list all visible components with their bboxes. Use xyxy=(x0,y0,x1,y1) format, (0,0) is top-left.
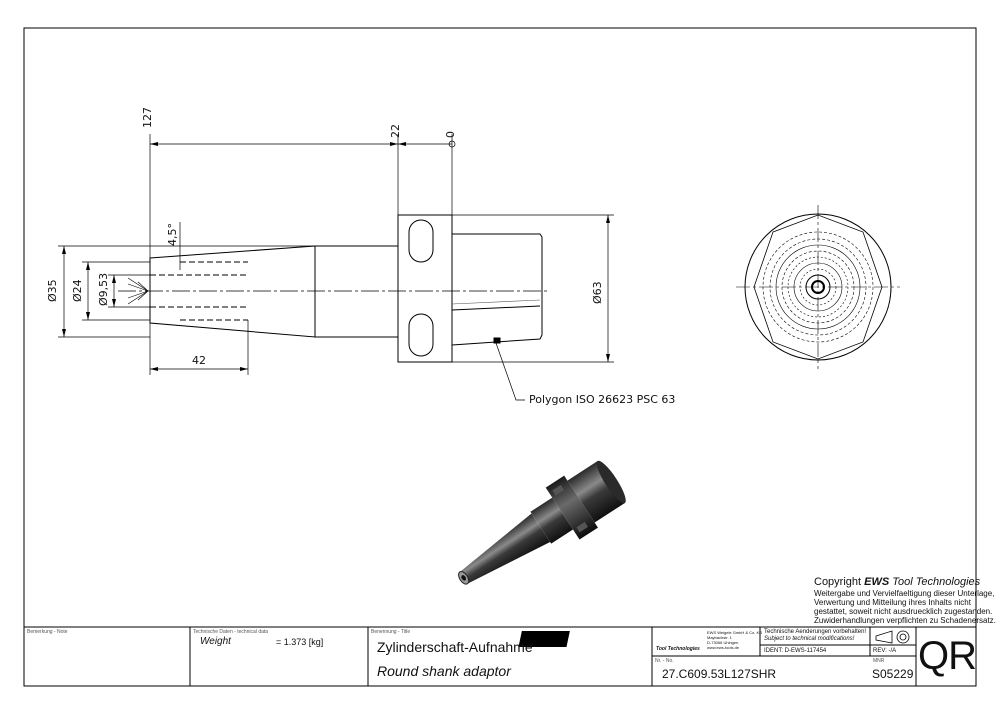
dim-dia63: Ø63 xyxy=(591,281,604,304)
note-label: Bemerkung - Note xyxy=(27,629,68,635)
company-address: EWS Weigele GmbH & Co. KG Maybachstr. 1 … xyxy=(707,630,762,650)
projection-symbol xyxy=(875,630,910,644)
weight-label: Weight xyxy=(200,636,231,647)
dim-dia953: Ø9,53 xyxy=(97,272,110,306)
change-notice-en: Subject to technical modifications! xyxy=(764,636,855,642)
dim-127: 127 xyxy=(141,107,154,128)
isometric-render xyxy=(458,460,626,585)
number-label: Nr. - No. xyxy=(655,658,674,664)
part-number: 27.C609.53L127SHR xyxy=(662,667,777,681)
title-label: Benennung - Title xyxy=(371,629,411,635)
copyright-line: Zuwiderhandlungen verpflichten zu Schade… xyxy=(814,616,996,625)
company-line: www.ews-tools.de xyxy=(707,645,740,650)
title-english: Round shank adaptor xyxy=(377,663,511,679)
copyright-line: gestattet, soweit nicht ausdruecklich zu… xyxy=(814,607,993,616)
dim-angle: 4,5° xyxy=(166,223,179,246)
change-notice-de: Technische Aenderungen vorbehalten! xyxy=(764,629,867,635)
company-line: EWS Weigele GmbH & Co. KG xyxy=(707,630,763,635)
shank-cylinder xyxy=(314,245,399,338)
copyright-line: Verwertung und Mitteilung ihres Inhalts … xyxy=(814,598,971,607)
tech-data-label: Technische Daten - technical data xyxy=(193,629,269,635)
copyright-notice: Weitergabe und Vervielfaeltigung dieser … xyxy=(814,589,996,625)
flange-slot-lower xyxy=(408,313,434,357)
dim-42: 42 xyxy=(192,354,206,367)
polygon-callout: Polygon ISO 26623 PSC 63 xyxy=(529,393,676,406)
copyright-brand: EWS xyxy=(864,576,890,588)
ews-logo-text: EWS xyxy=(660,629,700,646)
copyright-title: Copyright EWS Tool Technologies xyxy=(814,576,980,588)
ident-number: IDENT: D-EWS-117454 xyxy=(764,648,827,654)
copyright-suffix: Tool Technologies xyxy=(889,576,981,588)
flange-slot-upper xyxy=(408,219,434,263)
mnr-label: MNR xyxy=(873,658,885,664)
company-line: Maybachstr. 1 xyxy=(707,635,732,640)
end-view xyxy=(736,205,900,369)
taper-body xyxy=(149,245,316,338)
dimension-lines xyxy=(58,134,614,401)
ews-logo-subtitle: Tool Technologies xyxy=(656,646,700,652)
side-view xyxy=(118,214,550,363)
title-german: Zylinderschaft-Aufnahme xyxy=(377,639,533,655)
weight-value: = 1.373 [kg] xyxy=(276,637,324,647)
dimension-arrows xyxy=(62,142,610,371)
qr-code-label: QR xyxy=(918,634,977,678)
dim-dia24: Ø24 xyxy=(71,279,84,302)
copyright-line: Weitergabe und Vervielfaeltigung dieser … xyxy=(814,589,995,598)
revision: REV: -/A xyxy=(873,648,897,654)
mnr-number: S05229 xyxy=(872,667,914,681)
polygon-shank xyxy=(451,233,543,346)
dim-22: 22 xyxy=(389,124,402,138)
flange xyxy=(397,214,453,363)
company-line: D-73066 Uhingen xyxy=(707,640,739,645)
dim-dia35: Ø35 xyxy=(46,279,59,302)
copyright-prefix: Copyright xyxy=(814,576,865,588)
ews-logo xyxy=(518,631,570,647)
drawing-frame xyxy=(23,27,977,687)
dim-0: 0 xyxy=(444,131,457,138)
title-block-grid xyxy=(24,626,976,686)
